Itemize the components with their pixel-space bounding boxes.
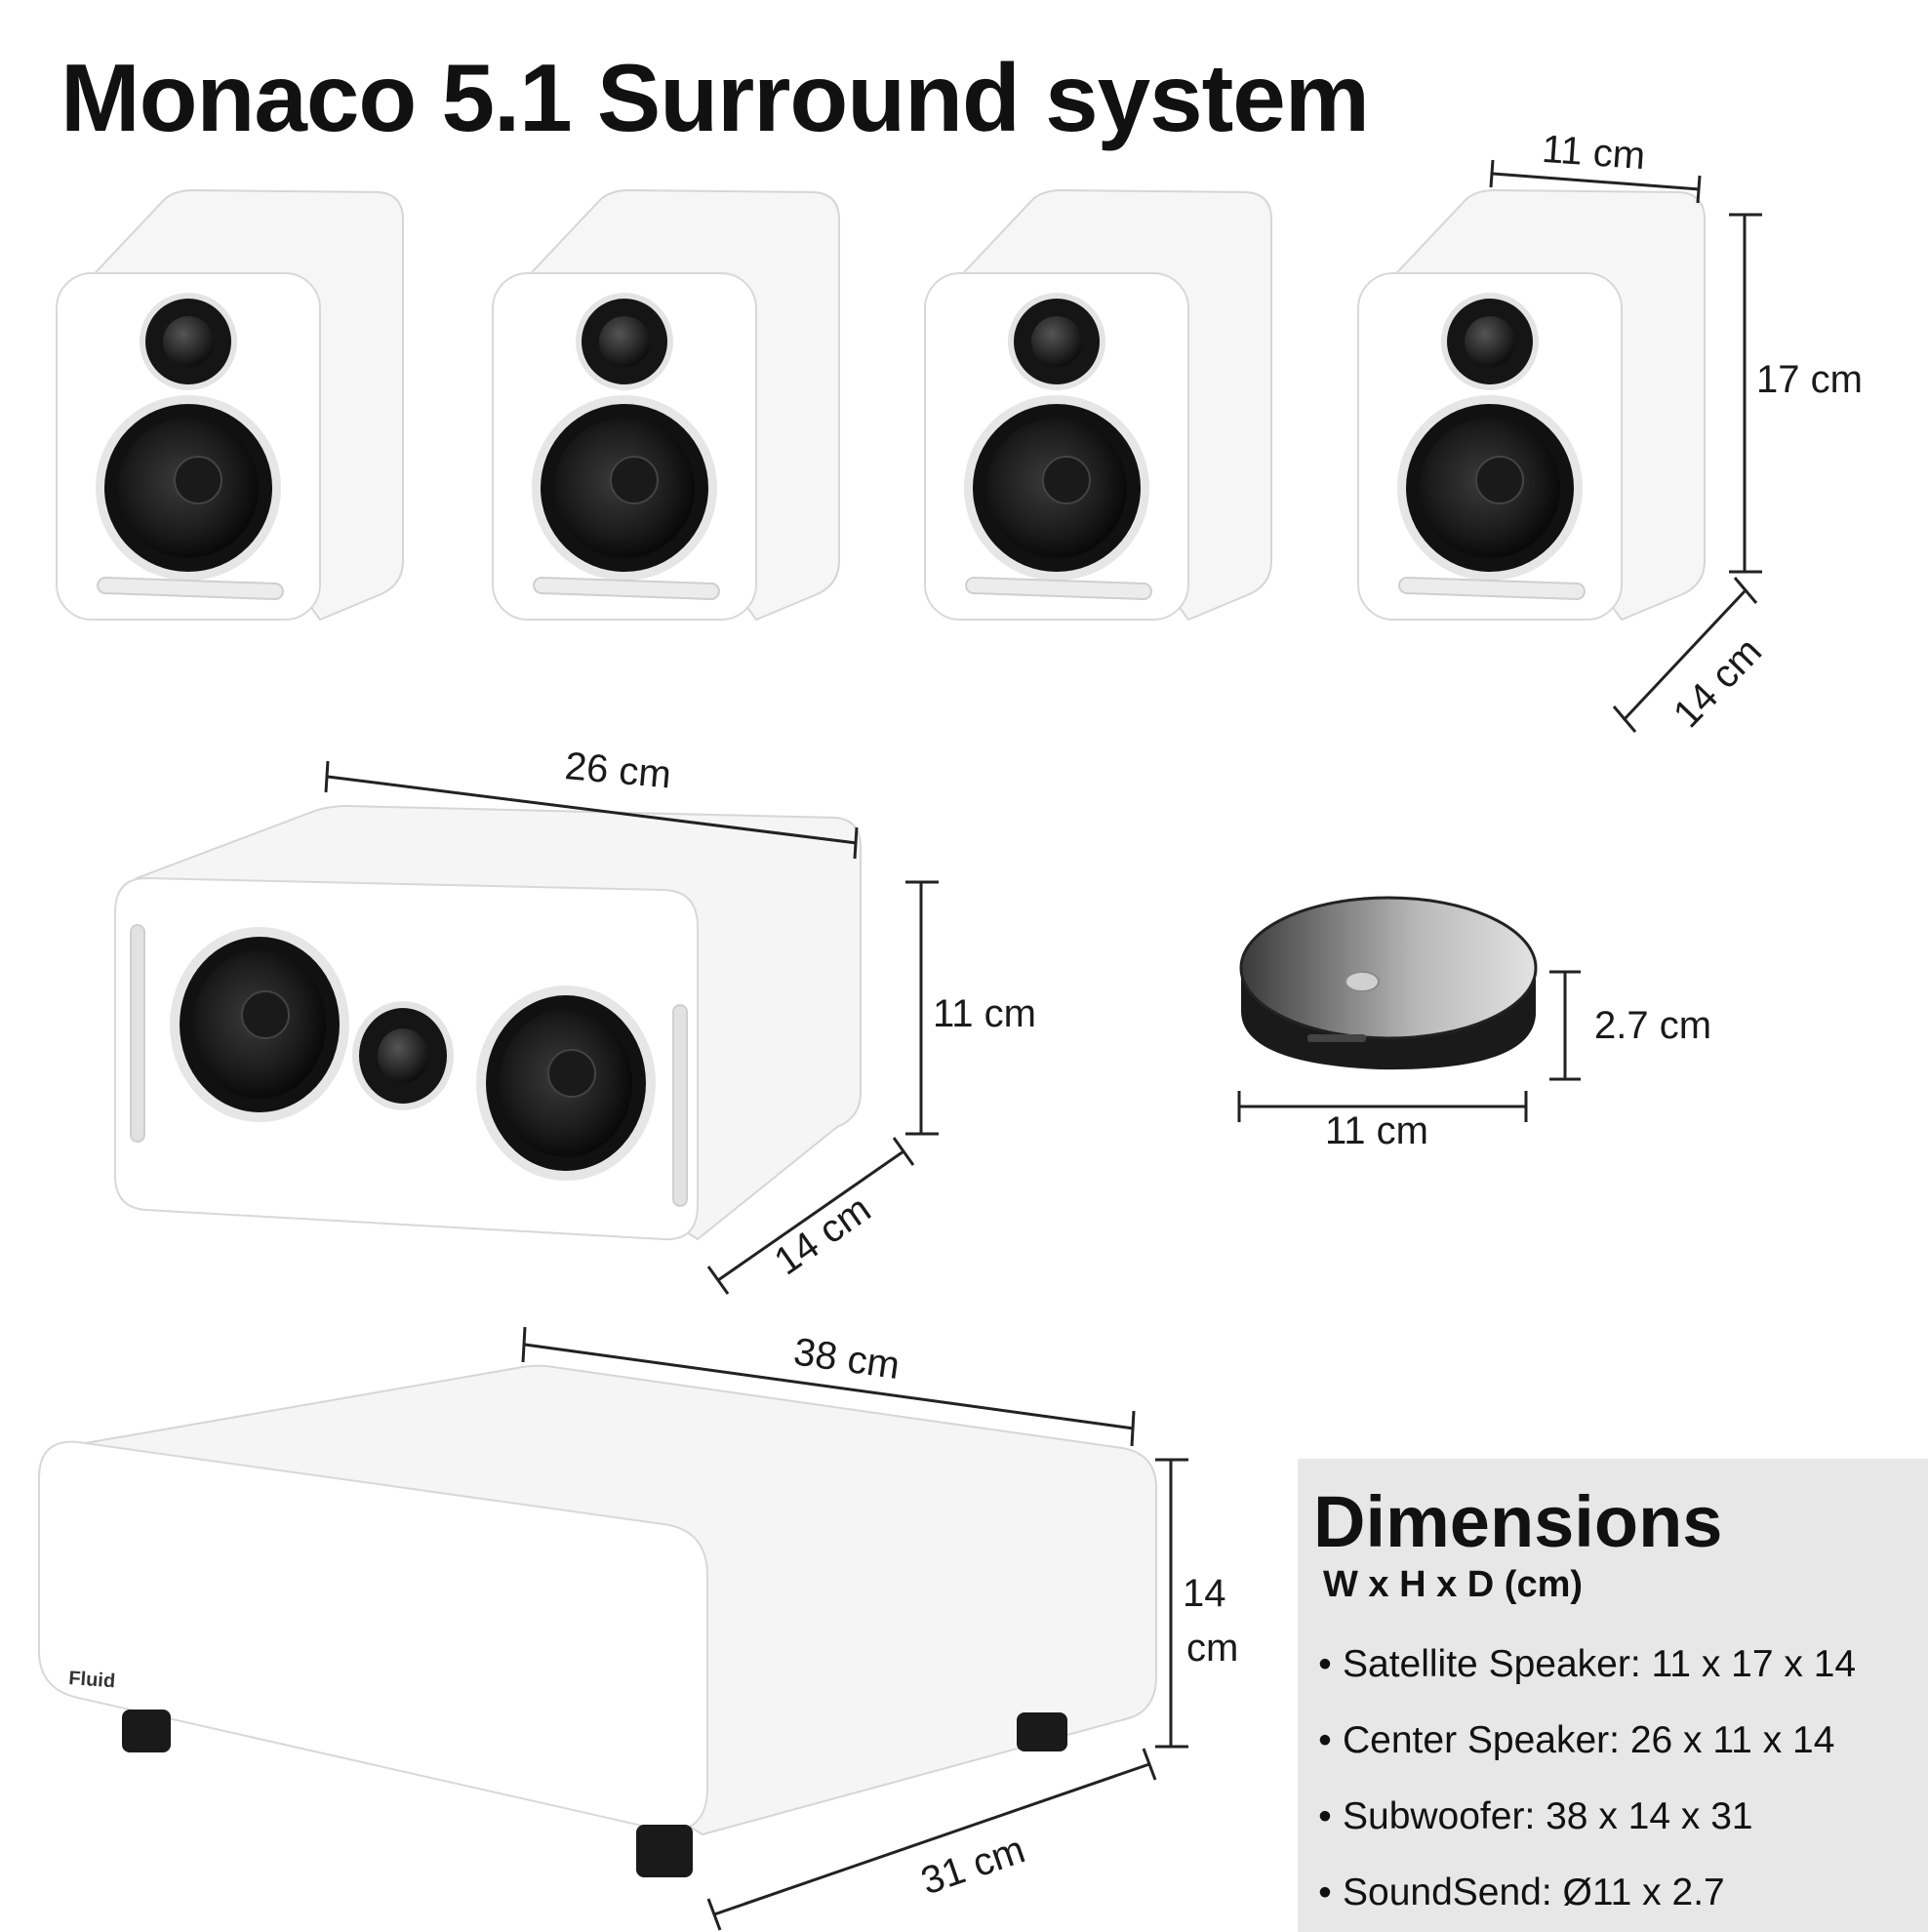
center-speaker	[114, 804, 862, 1241]
sub-width-line	[521, 1326, 1136, 1447]
list-item: •Subwoofer: 38 x 14 x 31	[1318, 1795, 1753, 1837]
page-title: Monaco 5.1 Surround system	[60, 44, 1370, 151]
satellite-speaker-1	[56, 189, 404, 621]
satellite-height-line	[1729, 213, 1762, 574]
sub-height-line	[1155, 1458, 1188, 1749]
center-width-line	[324, 760, 859, 860]
sub-height-value: 14	[1183, 1572, 1226, 1615]
soundsend-height-label: 2.7 cm	[1594, 1004, 1711, 1047]
satellite-width-line	[1489, 159, 1702, 204]
sub-depth-line	[706, 1748, 1157, 1931]
spec-subwoofer: Subwoofer: 38 x 14 x 31	[1343, 1795, 1753, 1837]
soundsend-width-line	[1237, 1091, 1528, 1122]
soundsend-width-label: 11 cm	[1325, 1109, 1428, 1152]
list-item: •Satellite Speaker: 11 x 17 x 14	[1318, 1643, 1857, 1685]
subwoofer: Fluid	[38, 1364, 1157, 1877]
spec-satellite: Satellite Speaker: 11 x 17 x 14	[1343, 1643, 1857, 1685]
satellite-speaker-2	[492, 189, 840, 621]
center-height-line	[905, 880, 939, 1136]
list-item: •SoundSend: Ø11 x 2.7	[1318, 1872, 1725, 1913]
center-depth-line	[706, 1137, 915, 1295]
center-height-label: 11 cm	[933, 992, 1036, 1035]
center-depth-label: 14 cm	[767, 1187, 878, 1284]
dimensions-heading: Dimensions	[1313, 1481, 1723, 1562]
satellite-height-label: 17 cm	[1756, 358, 1863, 401]
satellite-depth-label: 14 cm	[1666, 629, 1770, 736]
soundsend-device	[1239, 896, 1538, 1070]
spec-center: Center Speaker: 26 x 11 x 14	[1343, 1719, 1835, 1761]
list-item: •Center Speaker: 26 x 11 x 14	[1318, 1719, 1835, 1761]
dimensions-panel: Dimensions W x H x D (cm) •Satellite Spe…	[1298, 1459, 1928, 1932]
sub-height-unit: cm	[1186, 1627, 1238, 1670]
satellite-speaker-4	[1357, 189, 1706, 621]
satellite-speaker-3	[924, 189, 1272, 621]
sub-width-label: 38 cm	[791, 1330, 903, 1388]
dimensions-subheading: W x H x D (cm)	[1323, 1564, 1584, 1605]
spec-soundsend: SoundSend: Ø11 x 2.7	[1343, 1872, 1725, 1913]
dimensions-list: •Satellite Speaker: 11 x 17 x 14 •Center…	[1307, 1627, 1856, 1931]
brand-logo: Fluid	[68, 1668, 116, 1692]
center-width-label: 26 cm	[563, 745, 672, 796]
satellite-depth-line	[1612, 577, 1758, 733]
soundsend-height-line	[1549, 970, 1581, 1081]
satellite-width-label: 11 cm	[1541, 128, 1647, 178]
